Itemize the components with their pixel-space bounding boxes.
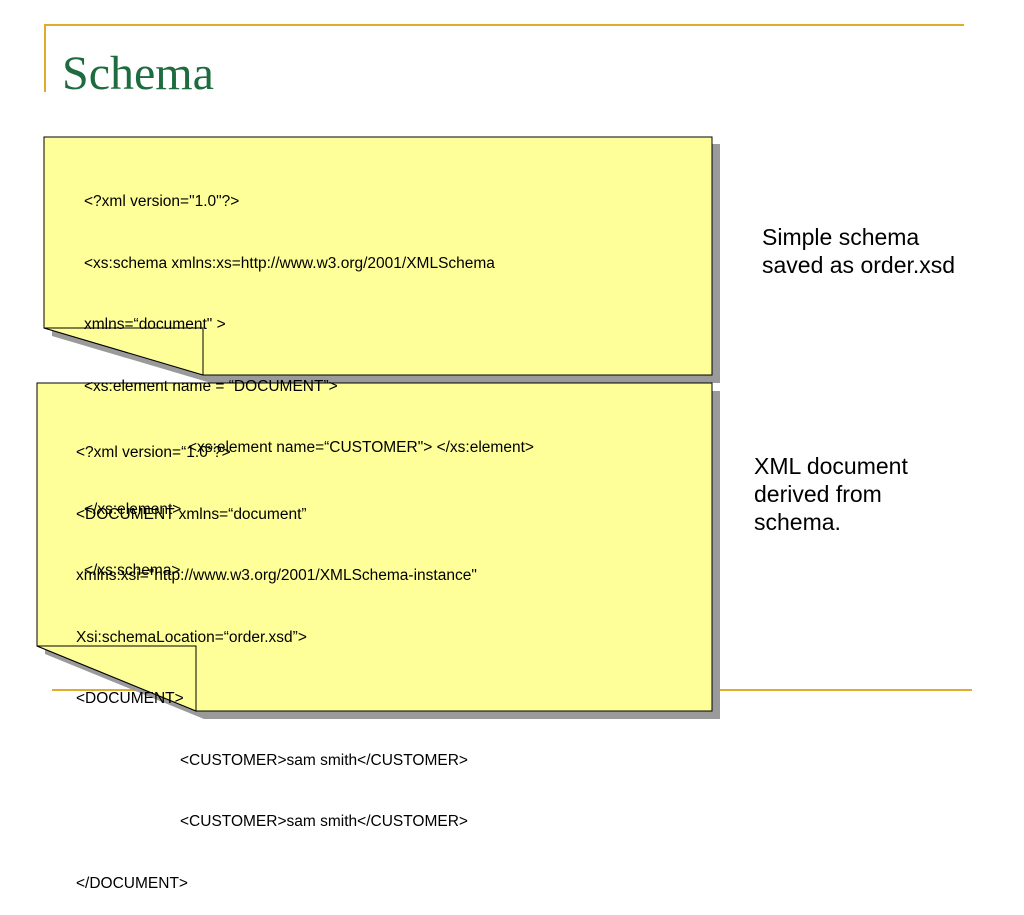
- document-note: [36, 382, 713, 712]
- left-accent-rule: [44, 24, 46, 92]
- caption-line: Simple schema: [762, 224, 920, 250]
- caption-line: schema.: [754, 509, 841, 535]
- code-line: <CUSTOMER>sam smith</CUSTOMER>: [180, 813, 468, 830]
- caption-line: XML document: [754, 453, 908, 479]
- notes-graphics: [36, 136, 720, 719]
- schema-caption: Simple schema saved as order.xsd: [762, 223, 955, 279]
- code-line: <DOCUMENT xmlns=“document”: [76, 505, 307, 523]
- slide-title: Schema: [62, 47, 214, 100]
- code-line: <?xml version="1.0"?>: [84, 193, 240, 210]
- caption-line: derived from: [754, 481, 882, 507]
- document-caption: XML document derived from schema.: [754, 452, 908, 536]
- code-line: <xs:element name=“CUSTOMER"> </xs:elemen…: [188, 439, 534, 456]
- code-line: xmlns:xsi="http://www.w3.org/2001/XMLSch…: [76, 567, 477, 584]
- code-line: <xs:element name = “DOCUMENT”>: [84, 377, 338, 395]
- document-note-fold: [36, 645, 197, 712]
- schema-note-fold: [43, 327, 204, 376]
- code-line: <CUSTOMER>sam smith</CUSTOMER>: [180, 751, 468, 769]
- caption-line: saved as order.xsd: [762, 252, 956, 278]
- code-line: </xs:element>: [84, 500, 182, 518]
- schema-note: [43, 136, 713, 376]
- code-line: <DOCUMENT>: [76, 690, 184, 707]
- code-line: <?xml version=“1.0”?>: [76, 444, 231, 461]
- code-line: xmlns=“document" >: [84, 316, 226, 333]
- top-accent-rule: [44, 24, 964, 26]
- code-line: </DOCUMENT>: [76, 874, 188, 892]
- code-line: <xs:schema xmlns:xs=http://www.w3.org/20…: [84, 254, 495, 272]
- schema-code: <?xml version="1.0"?> <xs:schema xmlns:x…: [84, 151, 534, 602]
- code-line: Xsi:schemaLocation=“order.xsd”>: [76, 628, 307, 646]
- code-line: </xs:schema>: [84, 562, 181, 579]
- document-code: <?xml version=“1.0”?> <DOCUMENT xmlns=“d…: [76, 402, 477, 915]
